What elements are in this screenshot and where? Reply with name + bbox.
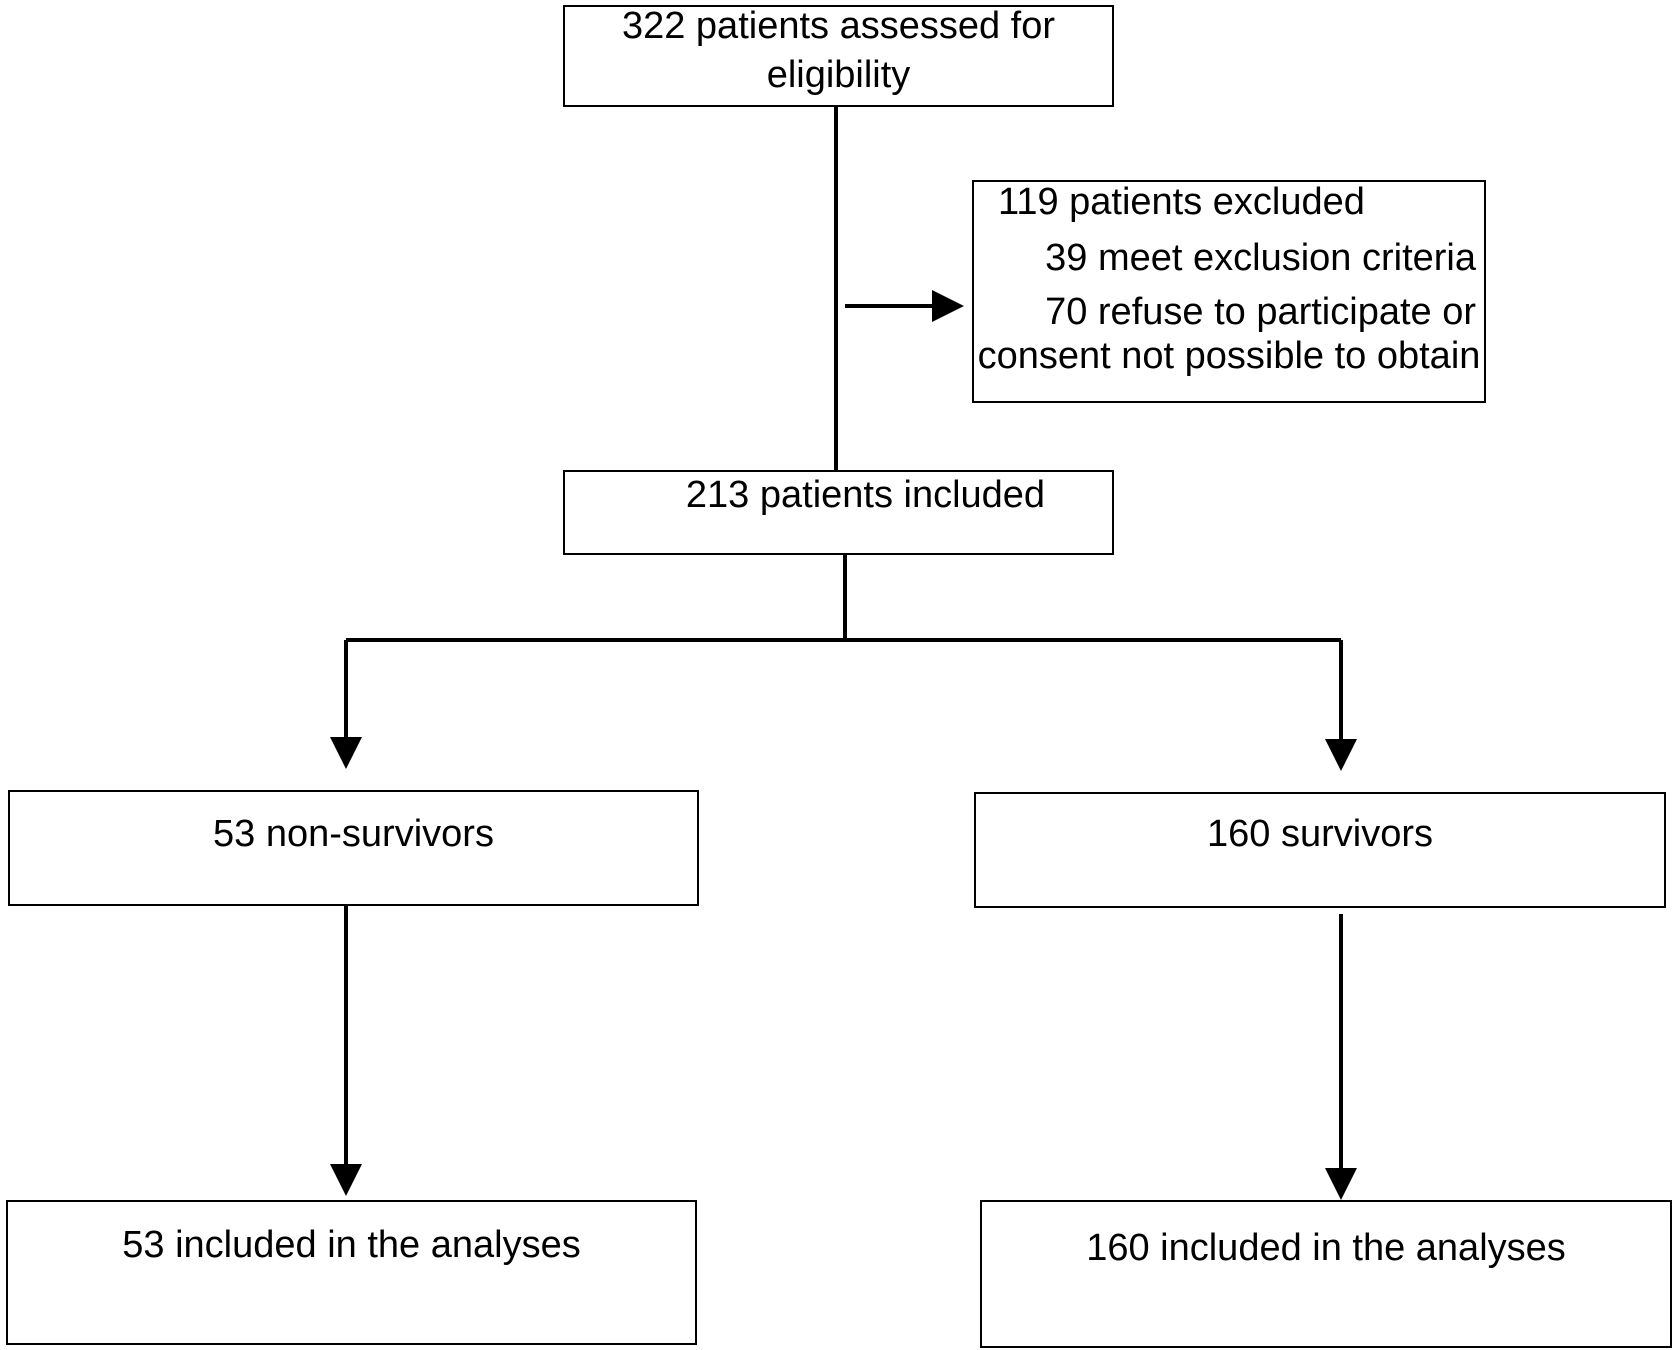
non-survivors-box bbox=[8, 790, 699, 906]
exclusion-reason-refuse-line1: 70 refuse to participate or bbox=[1045, 291, 1476, 333]
included-box bbox=[563, 470, 1114, 555]
assessed-text-line1: 322 patients assessed for bbox=[621, 5, 1056, 47]
non-survivors-text: 53 non-survivors bbox=[213, 813, 494, 855]
exclusion-reason-refuse-line2: consent not possible to obtain bbox=[977, 335, 1481, 377]
survivors-box bbox=[974, 792, 1666, 908]
survivors-text: 160 survivors bbox=[1207, 813, 1433, 855]
non-survivor-analysis-text: 53 included in the analyses bbox=[122, 1224, 581, 1266]
non-survivor-analysis-box bbox=[6, 1200, 697, 1345]
included-text: 213 patients included bbox=[685, 474, 1046, 516]
assessed-box bbox=[563, 5, 1114, 107]
excluded-box bbox=[972, 180, 1486, 403]
survivor-analysis-box bbox=[980, 1200, 1672, 1348]
exclusion-reason-criteria: 39 meet exclusion criteria bbox=[1045, 237, 1476, 279]
assessed-text-line2: eligibility bbox=[766, 54, 911, 96]
survivor-analysis-text: 160 included in the analyses bbox=[1086, 1227, 1566, 1269]
excluded-title: 119 patients excluded bbox=[998, 181, 1365, 223]
